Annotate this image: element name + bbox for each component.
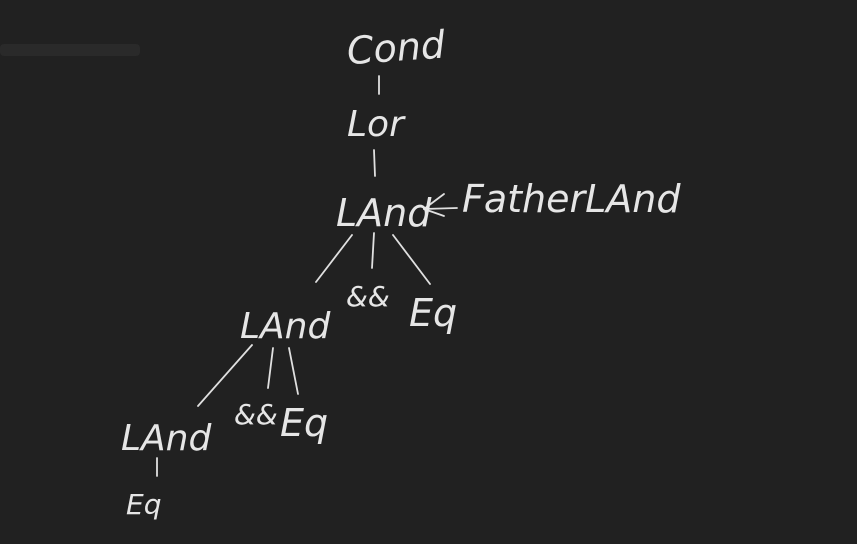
node-land-top: LAnd bbox=[336, 191, 432, 235]
node-land-bottom: LAnd bbox=[121, 418, 213, 459]
edge-land-top-and-top bbox=[371, 232, 375, 269]
edge-land-mid-eq-mid bbox=[288, 347, 299, 395]
arrow-left-icon bbox=[423, 193, 458, 217]
edge-lor-land-top bbox=[373, 149, 376, 177]
node-eq-bottom: Eq bbox=[126, 488, 161, 521]
edge-land-top-land-mid bbox=[315, 234, 353, 283]
node-eq-mid: Eq bbox=[280, 401, 328, 445]
node-land-mid: LAnd bbox=[240, 306, 332, 347]
node-lor: Lor bbox=[347, 104, 406, 145]
annotation-father-land: FatherLAnd bbox=[462, 177, 681, 221]
node-and-top: && bbox=[346, 280, 390, 313]
edge-land-top-eq-top bbox=[392, 234, 431, 285]
edge-land-mid-land-bottom bbox=[197, 344, 253, 407]
node-eq-top: Eq bbox=[409, 291, 457, 335]
board-smudge bbox=[0, 44, 140, 56]
node-and-mid: && bbox=[234, 398, 278, 431]
edge-land-mid-and-mid bbox=[267, 347, 274, 389]
node-cond: Cond bbox=[345, 22, 447, 73]
